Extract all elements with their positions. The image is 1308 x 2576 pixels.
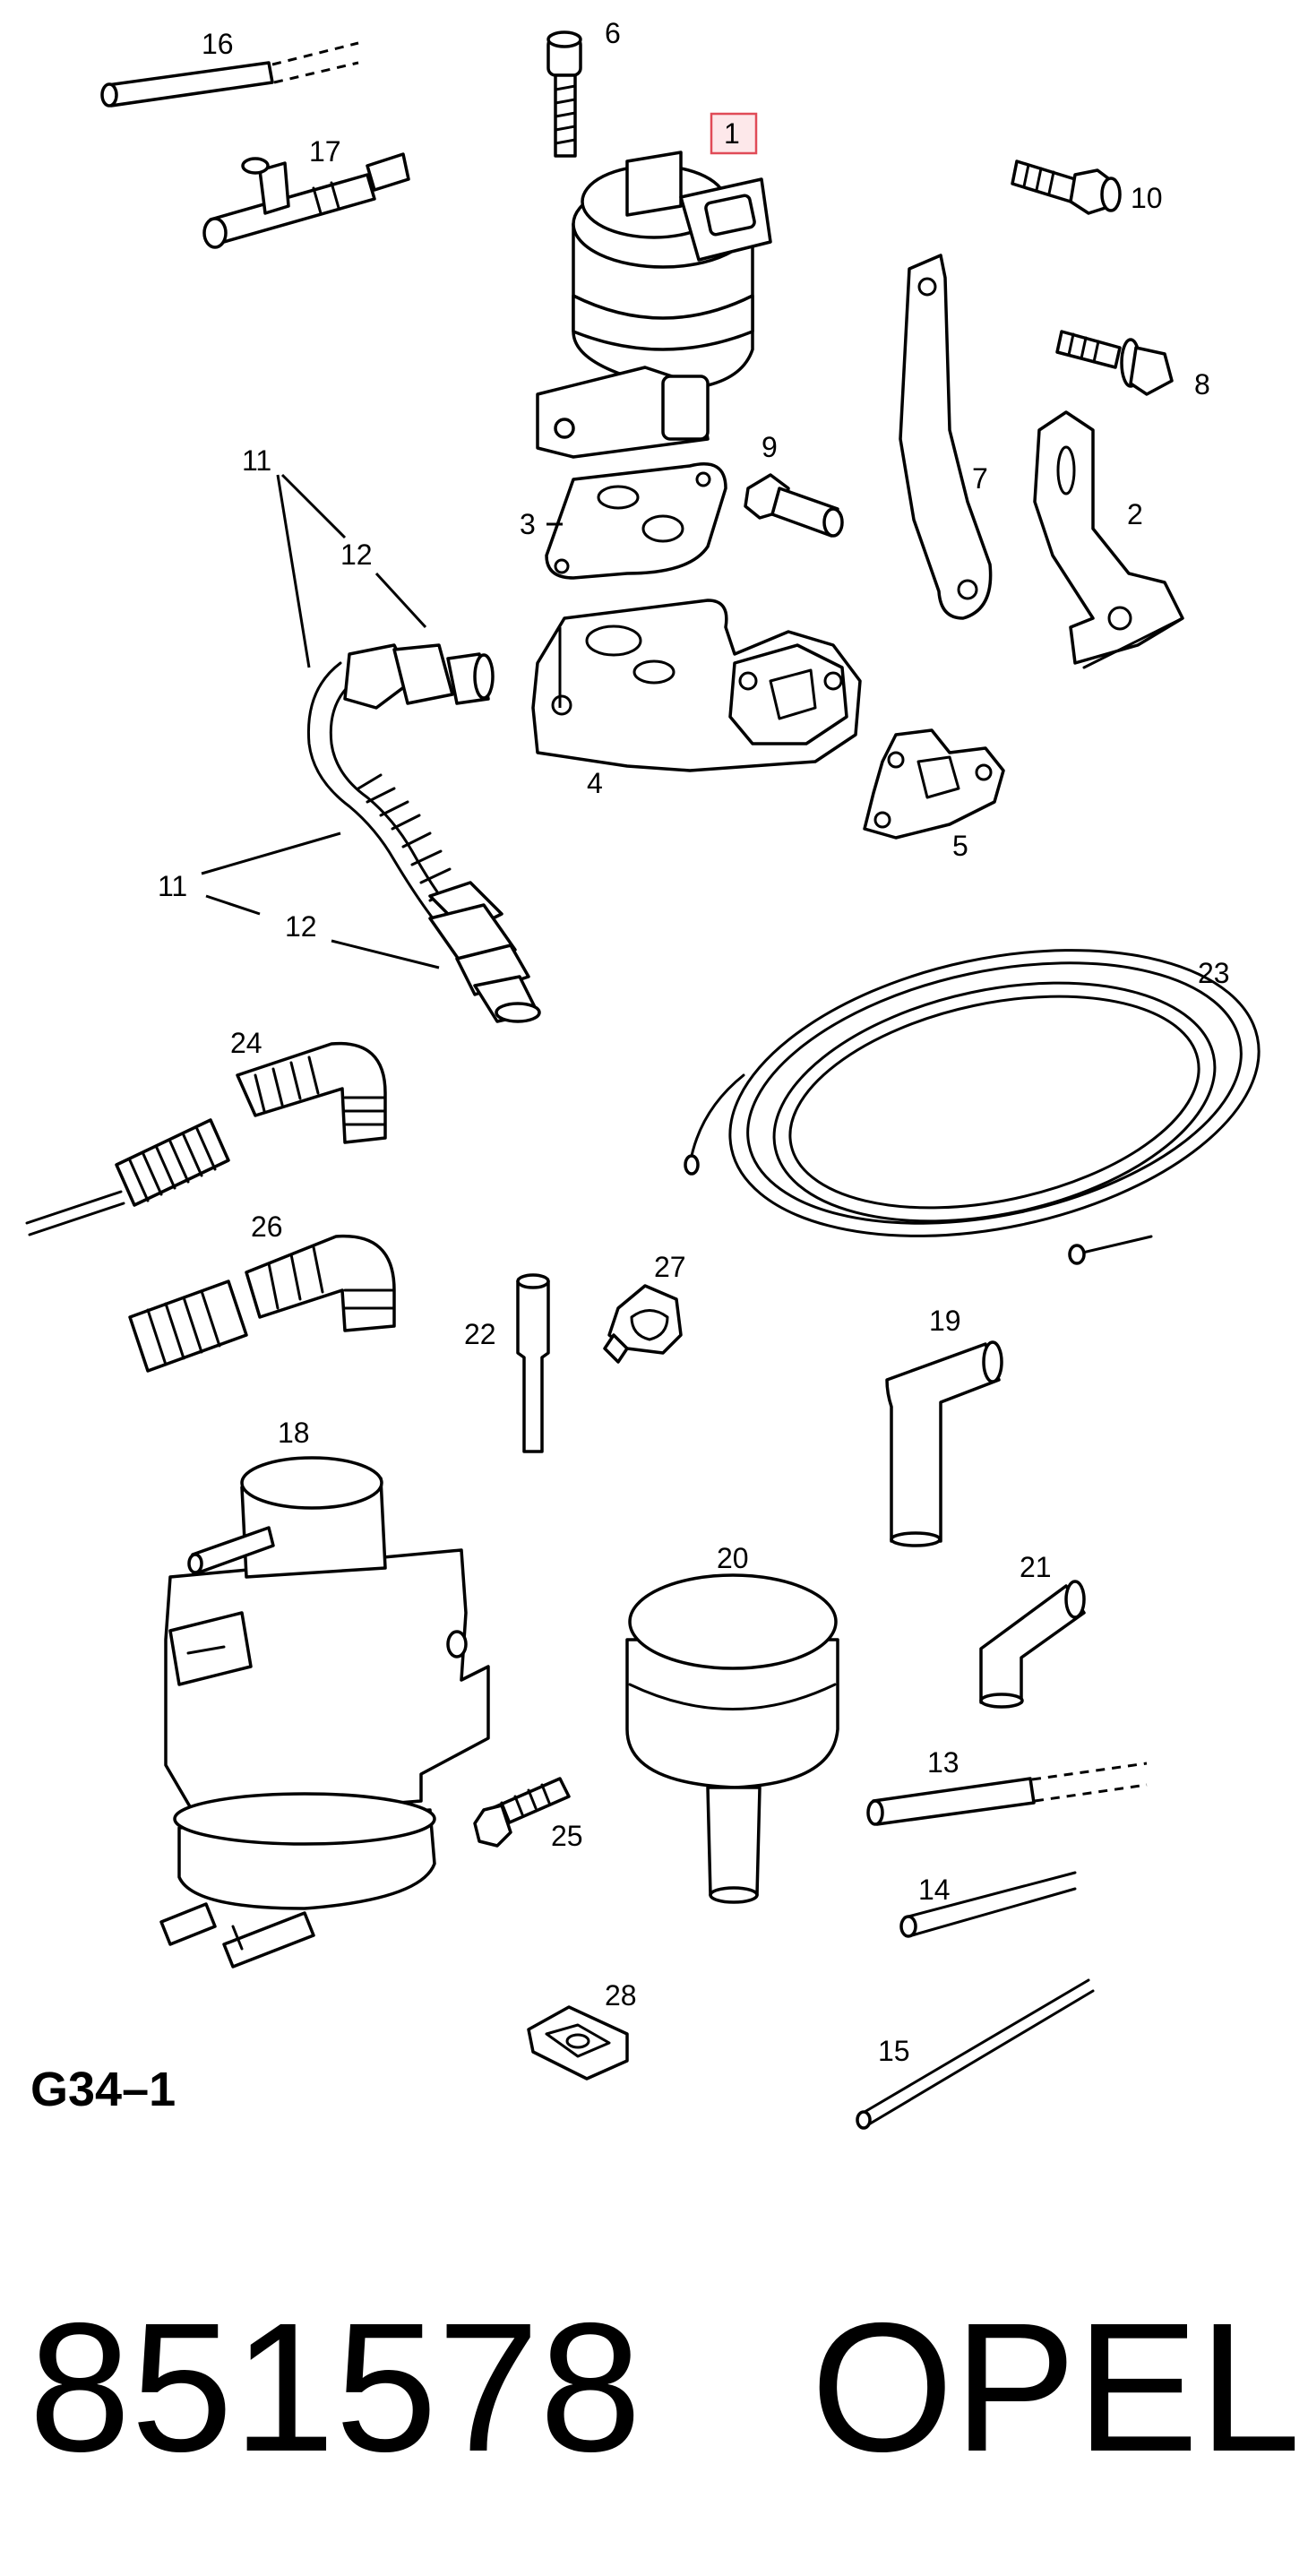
callout-5: 5 — [952, 830, 968, 862]
callout-16: 16 — [202, 28, 234, 60]
part-2-bracket[interactable] — [1033, 410, 1184, 669]
footer-part-number: 851578 — [29, 2285, 641, 2490]
part-7-bracket[interactable] — [899, 254, 993, 620]
callout-24: 24 — [230, 1027, 262, 1059]
part-18-solenoid[interactable] — [159, 1456, 490, 1969]
part-19-bent-hose[interactable] — [885, 1340, 1003, 1547]
callout-18: 18 — [278, 1417, 310, 1449]
callout-1: 1 — [724, 117, 740, 150]
part-3-gasket[interactable] — [545, 462, 727, 580]
part-25-bolt[interactable] — [473, 1777, 571, 1848]
callout-2: 2 — [1127, 498, 1143, 530]
part-12-fitting-lower[interactable] — [428, 881, 541, 1023]
part-26-elbow[interactable] — [128, 1234, 396, 1373]
figure-code: G34–1 — [30, 2063, 176, 2116]
callout-26: 26 — [251, 1210, 283, 1243]
callout-12-upper: 12 — [340, 538, 373, 571]
callout-28: 28 — [605, 1979, 637, 2012]
part-17-t-connector[interactable] — [202, 152, 410, 249]
callout-6: 6 — [605, 17, 621, 49]
callout-27: 27 — [654, 1251, 686, 1283]
part-16-tube[interactable] — [100, 41, 359, 108]
part-28-spring-nut[interactable] — [527, 2005, 629, 2081]
part-8-bolt[interactable] — [1055, 330, 1174, 396]
callout-7: 7 — [972, 462, 988, 495]
callout-21: 21 — [1020, 1551, 1052, 1583]
part-6-bolt[interactable] — [546, 30, 582, 158]
callout-13: 13 — [927, 1746, 959, 1779]
callout-8: 8 — [1194, 368, 1210, 401]
part-4-adapter[interactable] — [531, 599, 862, 772]
part-14-tube[interactable] — [899, 1871, 1077, 1938]
callout-3: 3 — [520, 508, 536, 540]
callout-14: 14 — [918, 1874, 951, 1906]
part-12-fitting-upper[interactable] — [343, 643, 495, 710]
callout-4: 4 — [587, 767, 603, 799]
part-10-bolt[interactable] — [1011, 159, 1122, 215]
callout-22: 22 — [464, 1318, 496, 1350]
callout-20: 20 — [717, 1542, 749, 1574]
callout-11-lower: 11 — [158, 870, 187, 902]
part-20-canister[interactable] — [625, 1573, 839, 1904]
callout-11-upper: 11 — [242, 444, 271, 477]
part-21-elbow[interactable] — [979, 1580, 1086, 1709]
callout-15: 15 — [878, 2035, 910, 2067]
callout-12-lower: 12 — [285, 910, 317, 943]
part-24-elbow[interactable] — [25, 1041, 387, 1236]
part-13-tube[interactable] — [866, 1762, 1148, 1826]
callout-17: 17 — [309, 135, 341, 168]
part-1-egr-valve[interactable] — [536, 151, 772, 459]
footer-brand: OPEL — [811, 2285, 1301, 2490]
callout-9: 9 — [762, 431, 778, 463]
callout-25: 25 — [551, 1820, 583, 1852]
part-9-bolt[interactable] — [744, 473, 844, 538]
part-23-hose-coil[interactable] — [684, 906, 1286, 1280]
callout-19: 19 — [929, 1305, 961, 1337]
callout-10: 10 — [1131, 182, 1163, 214]
part-11-pipe[interactable] — [306, 661, 463, 934]
part-27-clip[interactable] — [603, 1284, 683, 1364]
part-22-sleeve[interactable] — [516, 1273, 550, 1453]
part-15-rod[interactable] — [856, 1978, 1095, 2130]
callout-1-highlight — [710, 112, 758, 155]
callout-23: 23 — [1198, 957, 1230, 989]
part-5-flange-gasket[interactable] — [863, 728, 1005, 840]
